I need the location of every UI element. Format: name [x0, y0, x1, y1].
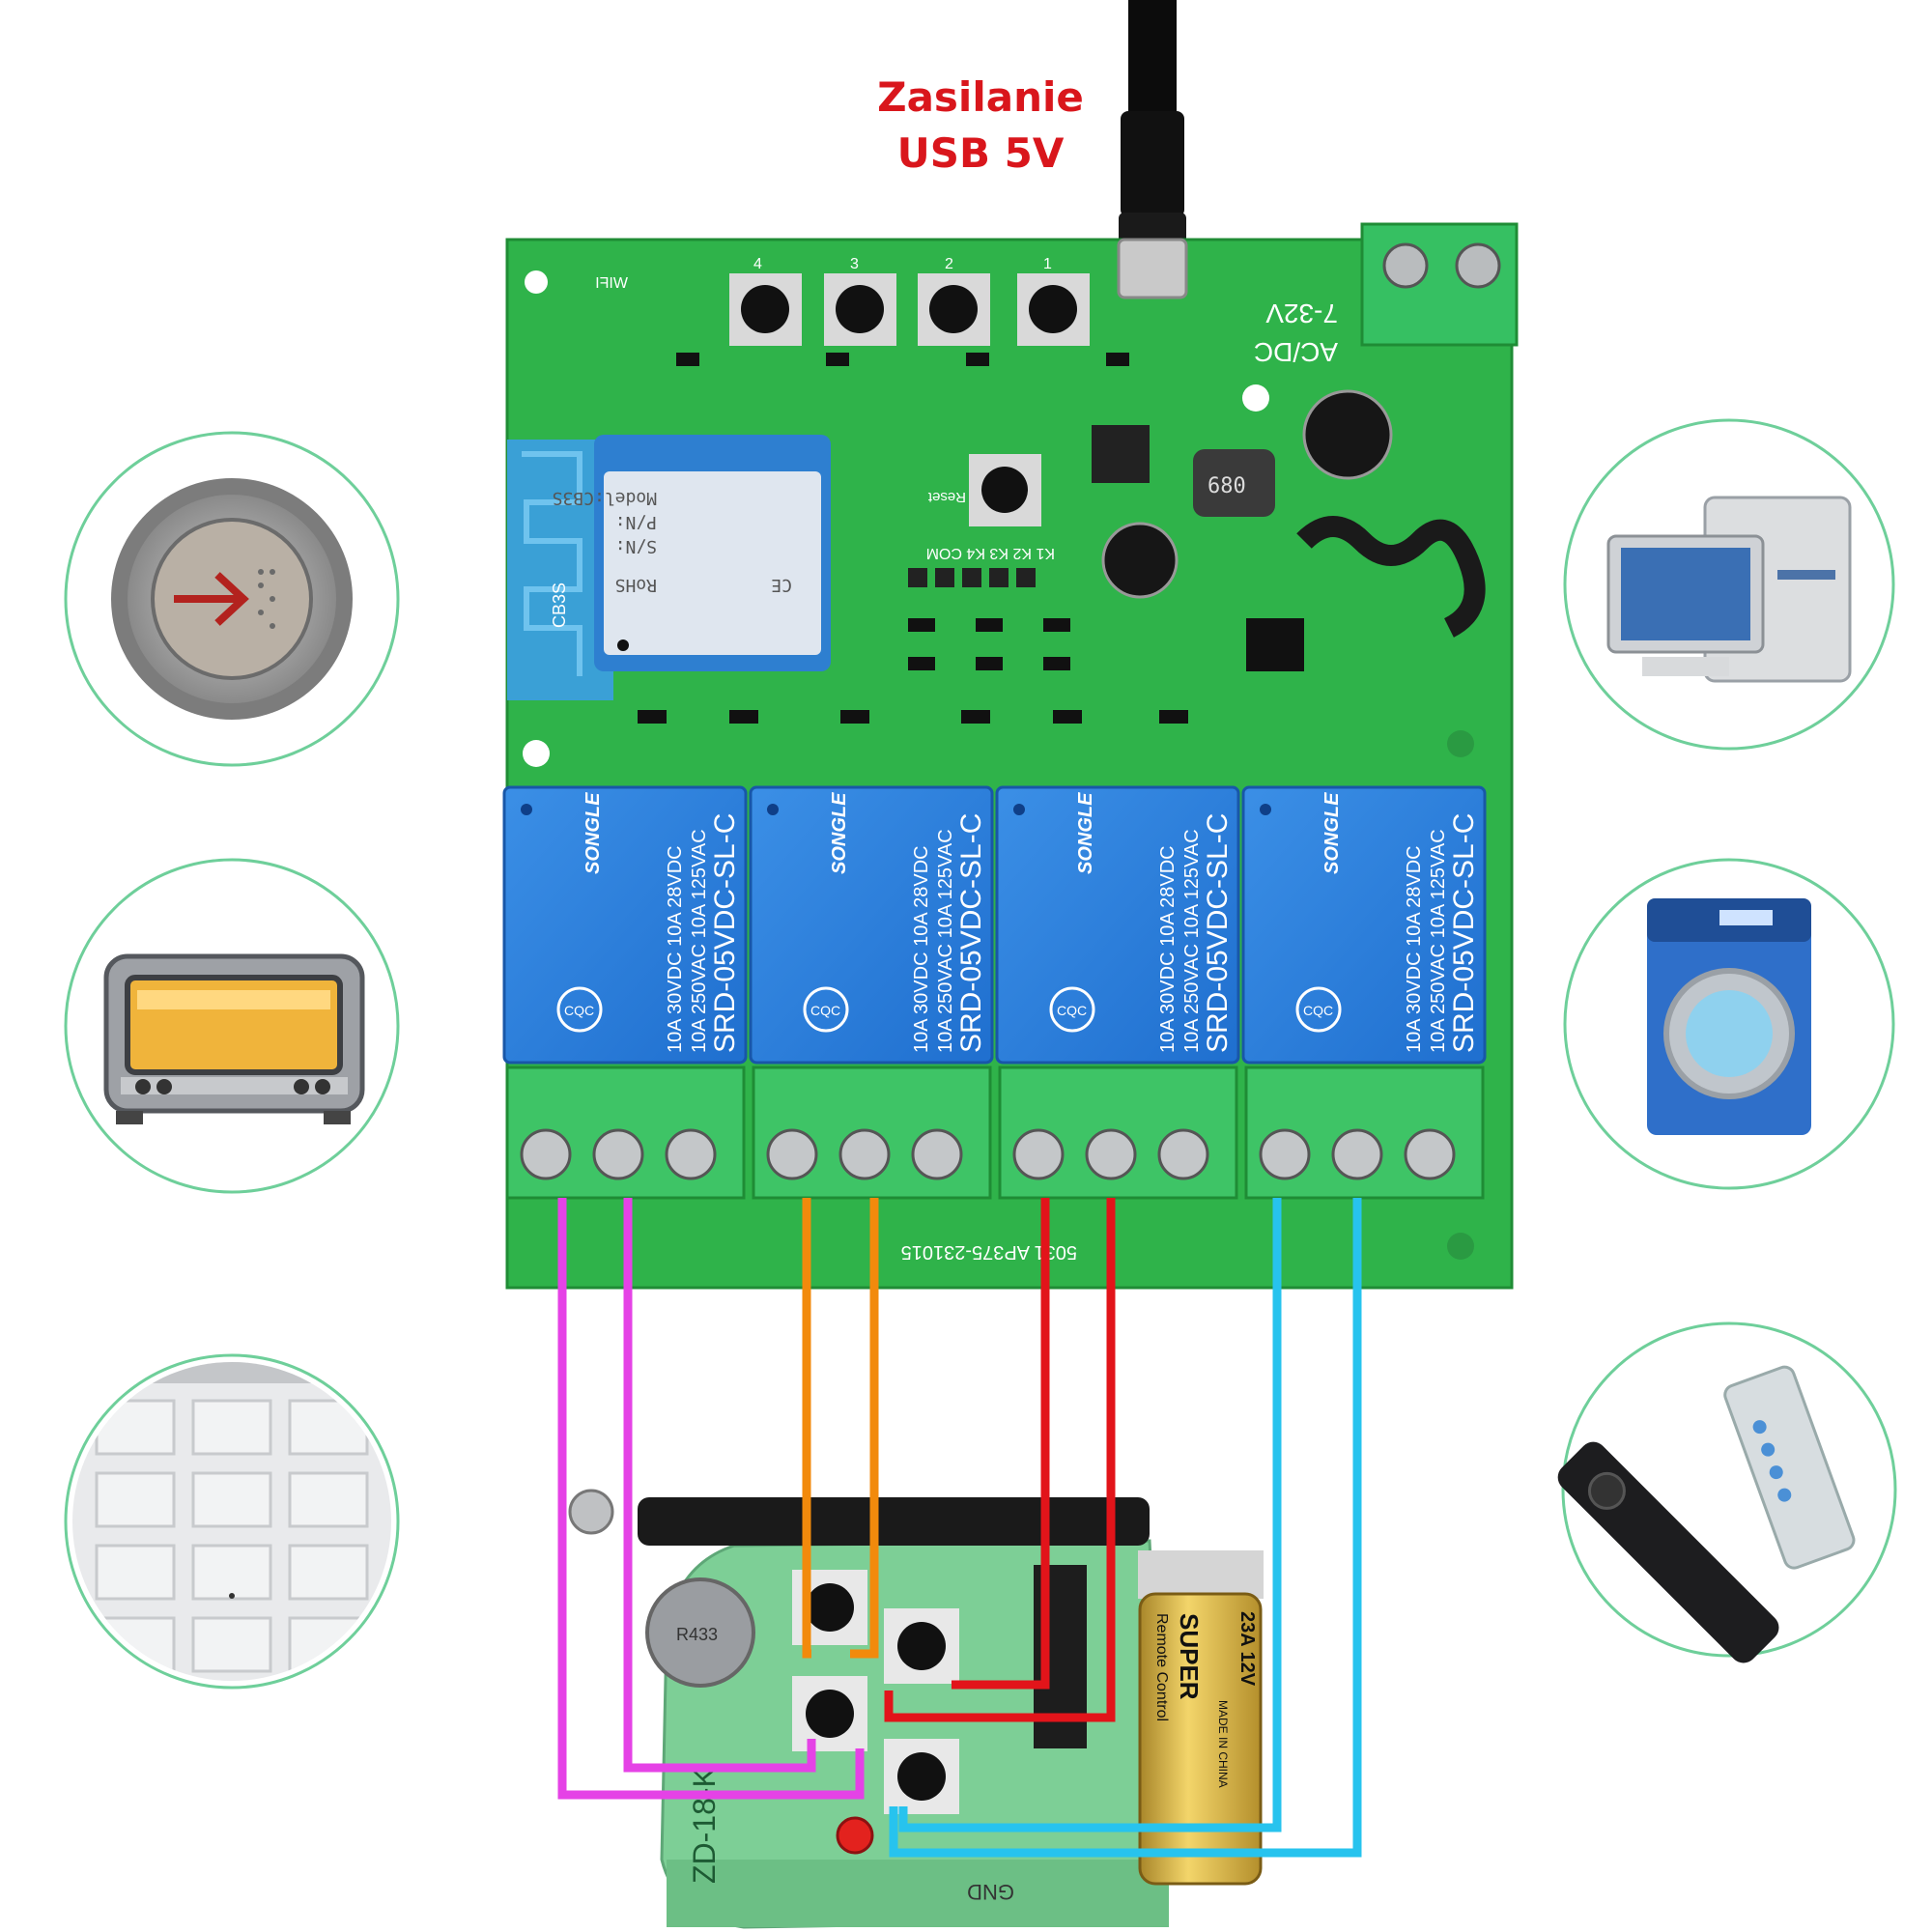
device-toaster-oven [64, 858, 400, 1194]
relay-2-model: SRD-05VDC-SL-C [955, 813, 987, 1053]
wire-channel2-a [802, 1198, 811, 1659]
power-supply-label: Zasilanie USB 5V [773, 70, 1188, 182]
relay-2-rating1: 10A 250VAC 10A 125VAC [935, 829, 956, 1053]
terminal-block-1 [505, 1065, 746, 1200]
module-mark-ce: CE [771, 575, 792, 595]
device-desktop-computer [1563, 418, 1895, 751]
button-3-label: 3 [850, 256, 859, 272]
wire-channel1-b [623, 1198, 816, 1773]
relay-2-brand: SONGLE [829, 792, 850, 874]
relay-2-rating2: 10A 30VDC 10A 28VDC [911, 845, 932, 1053]
button-2[interactable]: 2 [918, 256, 990, 346]
device-garage-door [64, 1353, 400, 1690]
power-label-line1: Zasilanie [877, 73, 1084, 121]
remote-board: R433 ZD-18-K GND SUPER Remote Control 23… [568, 1489, 1264, 1929]
remote-led [836, 1816, 874, 1855]
crystal-label: R433 [676, 1625, 718, 1644]
relay-4-cqc: CQC [1303, 1003, 1333, 1018]
relay-2: SONGLE SRD-05VDC-SL-C 10A 250VAC 10A 125… [749, 785, 994, 1065]
module-mark-sn: S/N: [615, 536, 657, 556]
terminal-block-3 [998, 1065, 1238, 1200]
regulator-chip [1092, 425, 1150, 483]
relay-1: SONGLE SRD-05VDC-SL-C 10A 250VAC 10A 125… [502, 785, 748, 1065]
relay-3-model: SRD-05VDC-SL-C [1202, 813, 1234, 1053]
relay-4-brand: SONGLE [1321, 792, 1343, 874]
module-label: CB3S [550, 582, 569, 628]
reset-button[interactable] [969, 454, 1041, 526]
device-washing-machine [1563, 858, 1895, 1190]
usb-port [1117, 238, 1188, 299]
battery-brand: SUPER [1175, 1613, 1204, 1700]
battery-sub: Remote Control [1153, 1613, 1170, 1721]
relay-1-brand: SONGLE [582, 792, 604, 874]
relay-4-rating2: 10A 30VDC 10A 28VDC [1404, 845, 1425, 1053]
ic-chip [1246, 618, 1304, 671]
rf-antenna-coil [1296, 516, 1486, 638]
reset-label: Reset [927, 489, 966, 505]
relay-terminals [505, 1065, 1485, 1200]
relay-1-rating2: 10A 30VDC 10A 28VDC [665, 845, 686, 1053]
wire-channel1-a [557, 1198, 865, 1800]
wifi-module: CB3S RoHS CE S/N: P/N: Model:CB3S [507, 435, 831, 700]
relay-3-rating2: 10A 30VDC 10A 28VDC [1157, 845, 1179, 1053]
wifi-label: WIFI [595, 275, 628, 292]
battery-voltage: 23A 12V [1236, 1611, 1258, 1687]
acdc-label: AC/DC [1254, 337, 1338, 367]
button-4[interactable]: 4 [729, 256, 802, 346]
inductor-label: 680 [1208, 474, 1246, 498]
module-mark-model: Model:CB3S [553, 488, 657, 508]
usb-cable [1119, 0, 1186, 261]
power-label-line2: USB 5V [896, 129, 1065, 177]
module-mark-rohs: RoHS [615, 575, 657, 595]
capacitor-large [1302, 389, 1393, 480]
capacitor-small [1101, 522, 1179, 599]
relay-3-brand: SONGLE [1075, 792, 1096, 874]
remote-button-3[interactable] [792, 1676, 867, 1751]
button-4-label: 4 [753, 256, 762, 272]
arrow-icon [174, 572, 249, 626]
wire-channel3-a [952, 1198, 1050, 1690]
wire-channel3-b [884, 1198, 1116, 1722]
relay-1-cqc: CQC [564, 1003, 594, 1018]
module-mark-pn: P/N: [615, 512, 657, 532]
wire-channel2-b [850, 1198, 879, 1659]
board-serial: 5031 AP375-231015 [901, 1241, 1077, 1263]
remote-board-label: ZD-18-K [687, 1767, 722, 1884]
battery-origin: MADE IN CHINA [1216, 1700, 1230, 1788]
terminal-block-4 [1244, 1065, 1485, 1200]
device-remote-controls [1557, 1321, 1897, 1663]
relay-4-model: SRD-05VDC-SL-C [1448, 813, 1480, 1053]
wire-channel4-b [889, 1198, 1362, 1858]
relay-4: SONGLE SRD-05VDC-SL-C 10A 250VAC 10A 125… [1241, 785, 1487, 1065]
relay-2-cqc: CQC [810, 1003, 840, 1018]
wires [557, 1198, 1362, 1858]
device-elevator-button [64, 431, 400, 767]
channel-buttons: 4 3 2 1 [729, 256, 1090, 346]
remote-button-4[interactable] [884, 1739, 959, 1814]
relay-1-rating1: 10A 250VAC 10A 125VAC [689, 829, 710, 1053]
relay-3-rating1: 10A 250VAC 10A 125VAC [1181, 829, 1203, 1053]
relay-4-rating1: 10A 250VAC 10A 125VAC [1428, 829, 1449, 1053]
voltage-label: 7-32V [1265, 298, 1338, 328]
wire-channel4-a [898, 1198, 1282, 1833]
button-1[interactable]: 1 [1017, 256, 1090, 346]
button-3[interactable]: 3 [824, 256, 896, 346]
terminal-block-2 [752, 1065, 992, 1200]
button-2-label: 2 [945, 256, 953, 272]
power-terminal [1360, 222, 1519, 347]
remote-crystal: R433 [645, 1577, 755, 1688]
remote-battery: SUPER Remote Control 23A 12V MADE IN CHI… [1138, 1550, 1264, 1886]
header-pins-label: K1 K2 K3 K4 COM [926, 545, 1055, 561]
remote-antenna [638, 1497, 1150, 1546]
relay-3-cqc: CQC [1057, 1003, 1087, 1018]
inductor [1193, 449, 1275, 517]
relay-1-model: SRD-05VDC-SL-C [709, 813, 741, 1053]
remote-button-2[interactable] [884, 1608, 959, 1684]
button-1-label: 1 [1043, 256, 1052, 272]
remote-gnd-label: GND [967, 1880, 1014, 1904]
relay-3: SONGLE SRD-05VDC-SL-C 10A 250VAC 10A 125… [995, 785, 1240, 1065]
